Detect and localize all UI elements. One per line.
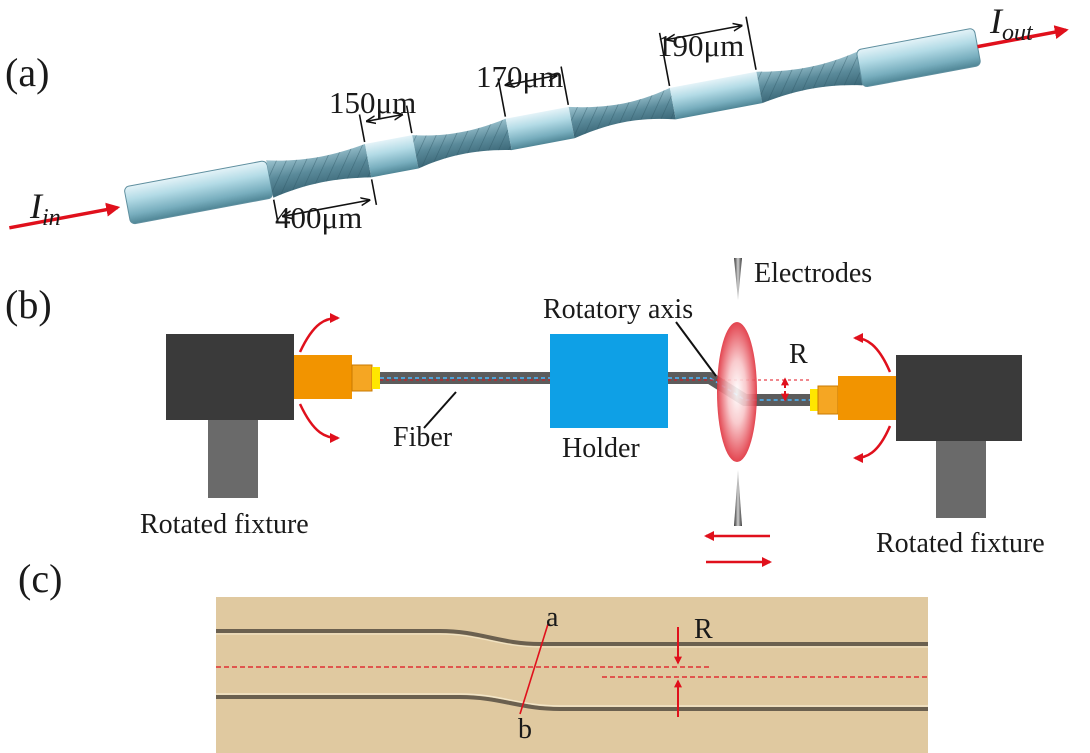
point-b-label: b xyxy=(518,714,532,745)
electrodes-label: Electrodes xyxy=(754,258,872,289)
clamp-right xyxy=(838,376,896,420)
dim-190-label: 190μm xyxy=(657,28,744,63)
dim-150-label: 150μm xyxy=(329,85,416,120)
fiber-edge-upper xyxy=(216,629,928,646)
output-arrow xyxy=(977,25,1069,49)
fixture-left-label: Rotated fixture xyxy=(140,509,309,540)
panel-label-a: (a) xyxy=(5,50,49,95)
fixture-right-label: Rotated fixture xyxy=(876,528,1045,559)
fixture-post-left xyxy=(208,412,258,498)
fiber-segment xyxy=(669,71,763,120)
input-current-label: Iin xyxy=(29,186,61,231)
fiber-edge-lower xyxy=(216,695,928,711)
chuck-right xyxy=(810,389,818,411)
electrode-top xyxy=(734,258,742,300)
rotated-fixture-right xyxy=(896,355,1022,441)
holder-label: Holder xyxy=(562,433,640,464)
dim-400-label: 400μm xyxy=(275,200,362,235)
fiber-segment xyxy=(364,135,419,178)
rotation-arrow xyxy=(298,313,340,353)
output-current-label: Iout xyxy=(989,1,1034,46)
rotation-arrow xyxy=(298,403,340,443)
panel-label-b: (b) xyxy=(5,282,52,327)
micrograph-background xyxy=(216,597,928,753)
clamp-tip-left xyxy=(351,364,373,392)
offset-r-label: R xyxy=(789,339,808,370)
chuck-left xyxy=(372,367,380,389)
rotation-arrow xyxy=(853,333,892,373)
rotated-fixture-left xyxy=(166,334,294,420)
offset-r-label-c: R xyxy=(694,614,713,645)
electric-arc xyxy=(717,322,757,462)
rotatory-axis-label: Rotatory axis xyxy=(543,294,693,325)
fiber-segment xyxy=(124,160,273,225)
input-arrow xyxy=(9,202,121,230)
clamp-left xyxy=(294,355,352,399)
fiber-label: Fiber xyxy=(393,422,453,453)
electrode-bottom xyxy=(734,470,742,526)
holder xyxy=(550,334,668,428)
fixture-post-right xyxy=(936,432,986,518)
axis-leader xyxy=(675,321,717,377)
a-b-line xyxy=(519,623,549,715)
twisted-fiber xyxy=(9,16,1069,230)
panel-label-c: (c) xyxy=(18,556,62,601)
point-a-label: a xyxy=(546,602,559,633)
rotation-arrow xyxy=(853,425,892,463)
clamp-tip-right xyxy=(817,385,839,415)
micrograph xyxy=(216,597,928,753)
fiber-segment xyxy=(856,28,981,88)
dim-170-label: 170μm xyxy=(476,59,563,94)
fiber-core xyxy=(380,377,810,401)
fiber-leader xyxy=(423,391,457,429)
fiber-segment xyxy=(505,106,575,151)
dimension-lines xyxy=(272,16,757,224)
